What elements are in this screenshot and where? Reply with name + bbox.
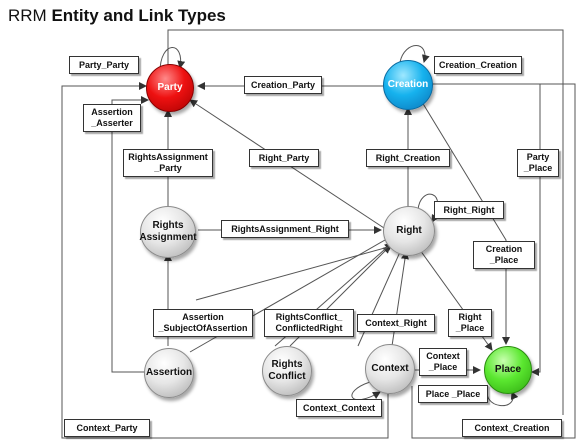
line-assertion-asserter xyxy=(111,96,149,373)
label-assertion-asserter: Assertion _Asserter xyxy=(83,104,141,132)
label-right-place: Right _Place xyxy=(448,309,492,337)
line-context-context xyxy=(351,381,381,401)
label-context-context: Context_Context xyxy=(296,399,382,417)
title-bold: Entity and Link Types xyxy=(51,6,226,25)
label-right-party: Right_Party xyxy=(249,149,319,167)
label-creation-place: Creation _Place xyxy=(473,241,535,269)
node-place[interactable]: Place xyxy=(484,346,532,394)
label-rightsconflict-conflictedright: RightsConflict_ ConflictedRight xyxy=(264,309,354,337)
label-context-place: Context _Place xyxy=(419,348,467,376)
label-right-right: Right_Right xyxy=(434,201,504,219)
line-context-creation xyxy=(411,83,576,439)
label-context-creation: Context_Creation xyxy=(462,419,562,437)
line-context-party xyxy=(61,82,389,439)
label-rightsassignment-right: RightsAssignment_Right xyxy=(221,220,349,238)
label-creation-creation: Creation_Creation xyxy=(434,56,522,74)
label-context-party: Context_Party xyxy=(64,419,150,437)
line-creation-creation xyxy=(399,45,430,63)
label-party-place: Party _Place xyxy=(517,149,559,177)
label-place-place: Place _Place xyxy=(418,385,488,403)
label-party-party: Party_Party xyxy=(69,56,139,74)
label-rightsassignment-party: RightsAssignment _Party xyxy=(123,149,213,177)
title-regular: RRM xyxy=(8,6,47,25)
line-party-party xyxy=(159,47,186,73)
node-rights-conflict[interactable]: Rights Conflict xyxy=(262,346,312,396)
line-right-lower-left xyxy=(195,245,393,301)
node-rights-assignment[interactable]: Rights Assignment xyxy=(139,206,197,258)
page-title: RRM Entity and Link Types xyxy=(8,6,226,26)
label-context-right: Context_Right xyxy=(357,314,435,332)
line-top-frame xyxy=(167,29,564,415)
node-creation[interactable]: Creation xyxy=(383,60,433,110)
label-creation-party: Creation_Party xyxy=(244,76,322,94)
node-assertion[interactable]: Assertion xyxy=(144,348,194,398)
label-right-creation: Right_Creation xyxy=(366,149,450,167)
node-right[interactable]: Right xyxy=(383,206,435,256)
line-creation-place xyxy=(421,101,510,345)
node-context[interactable]: Context xyxy=(365,344,415,394)
node-party[interactable]: Party xyxy=(146,64,194,112)
label-assertion-subjectofassertion: Assertion _SubjectOfAssertion xyxy=(153,309,253,337)
